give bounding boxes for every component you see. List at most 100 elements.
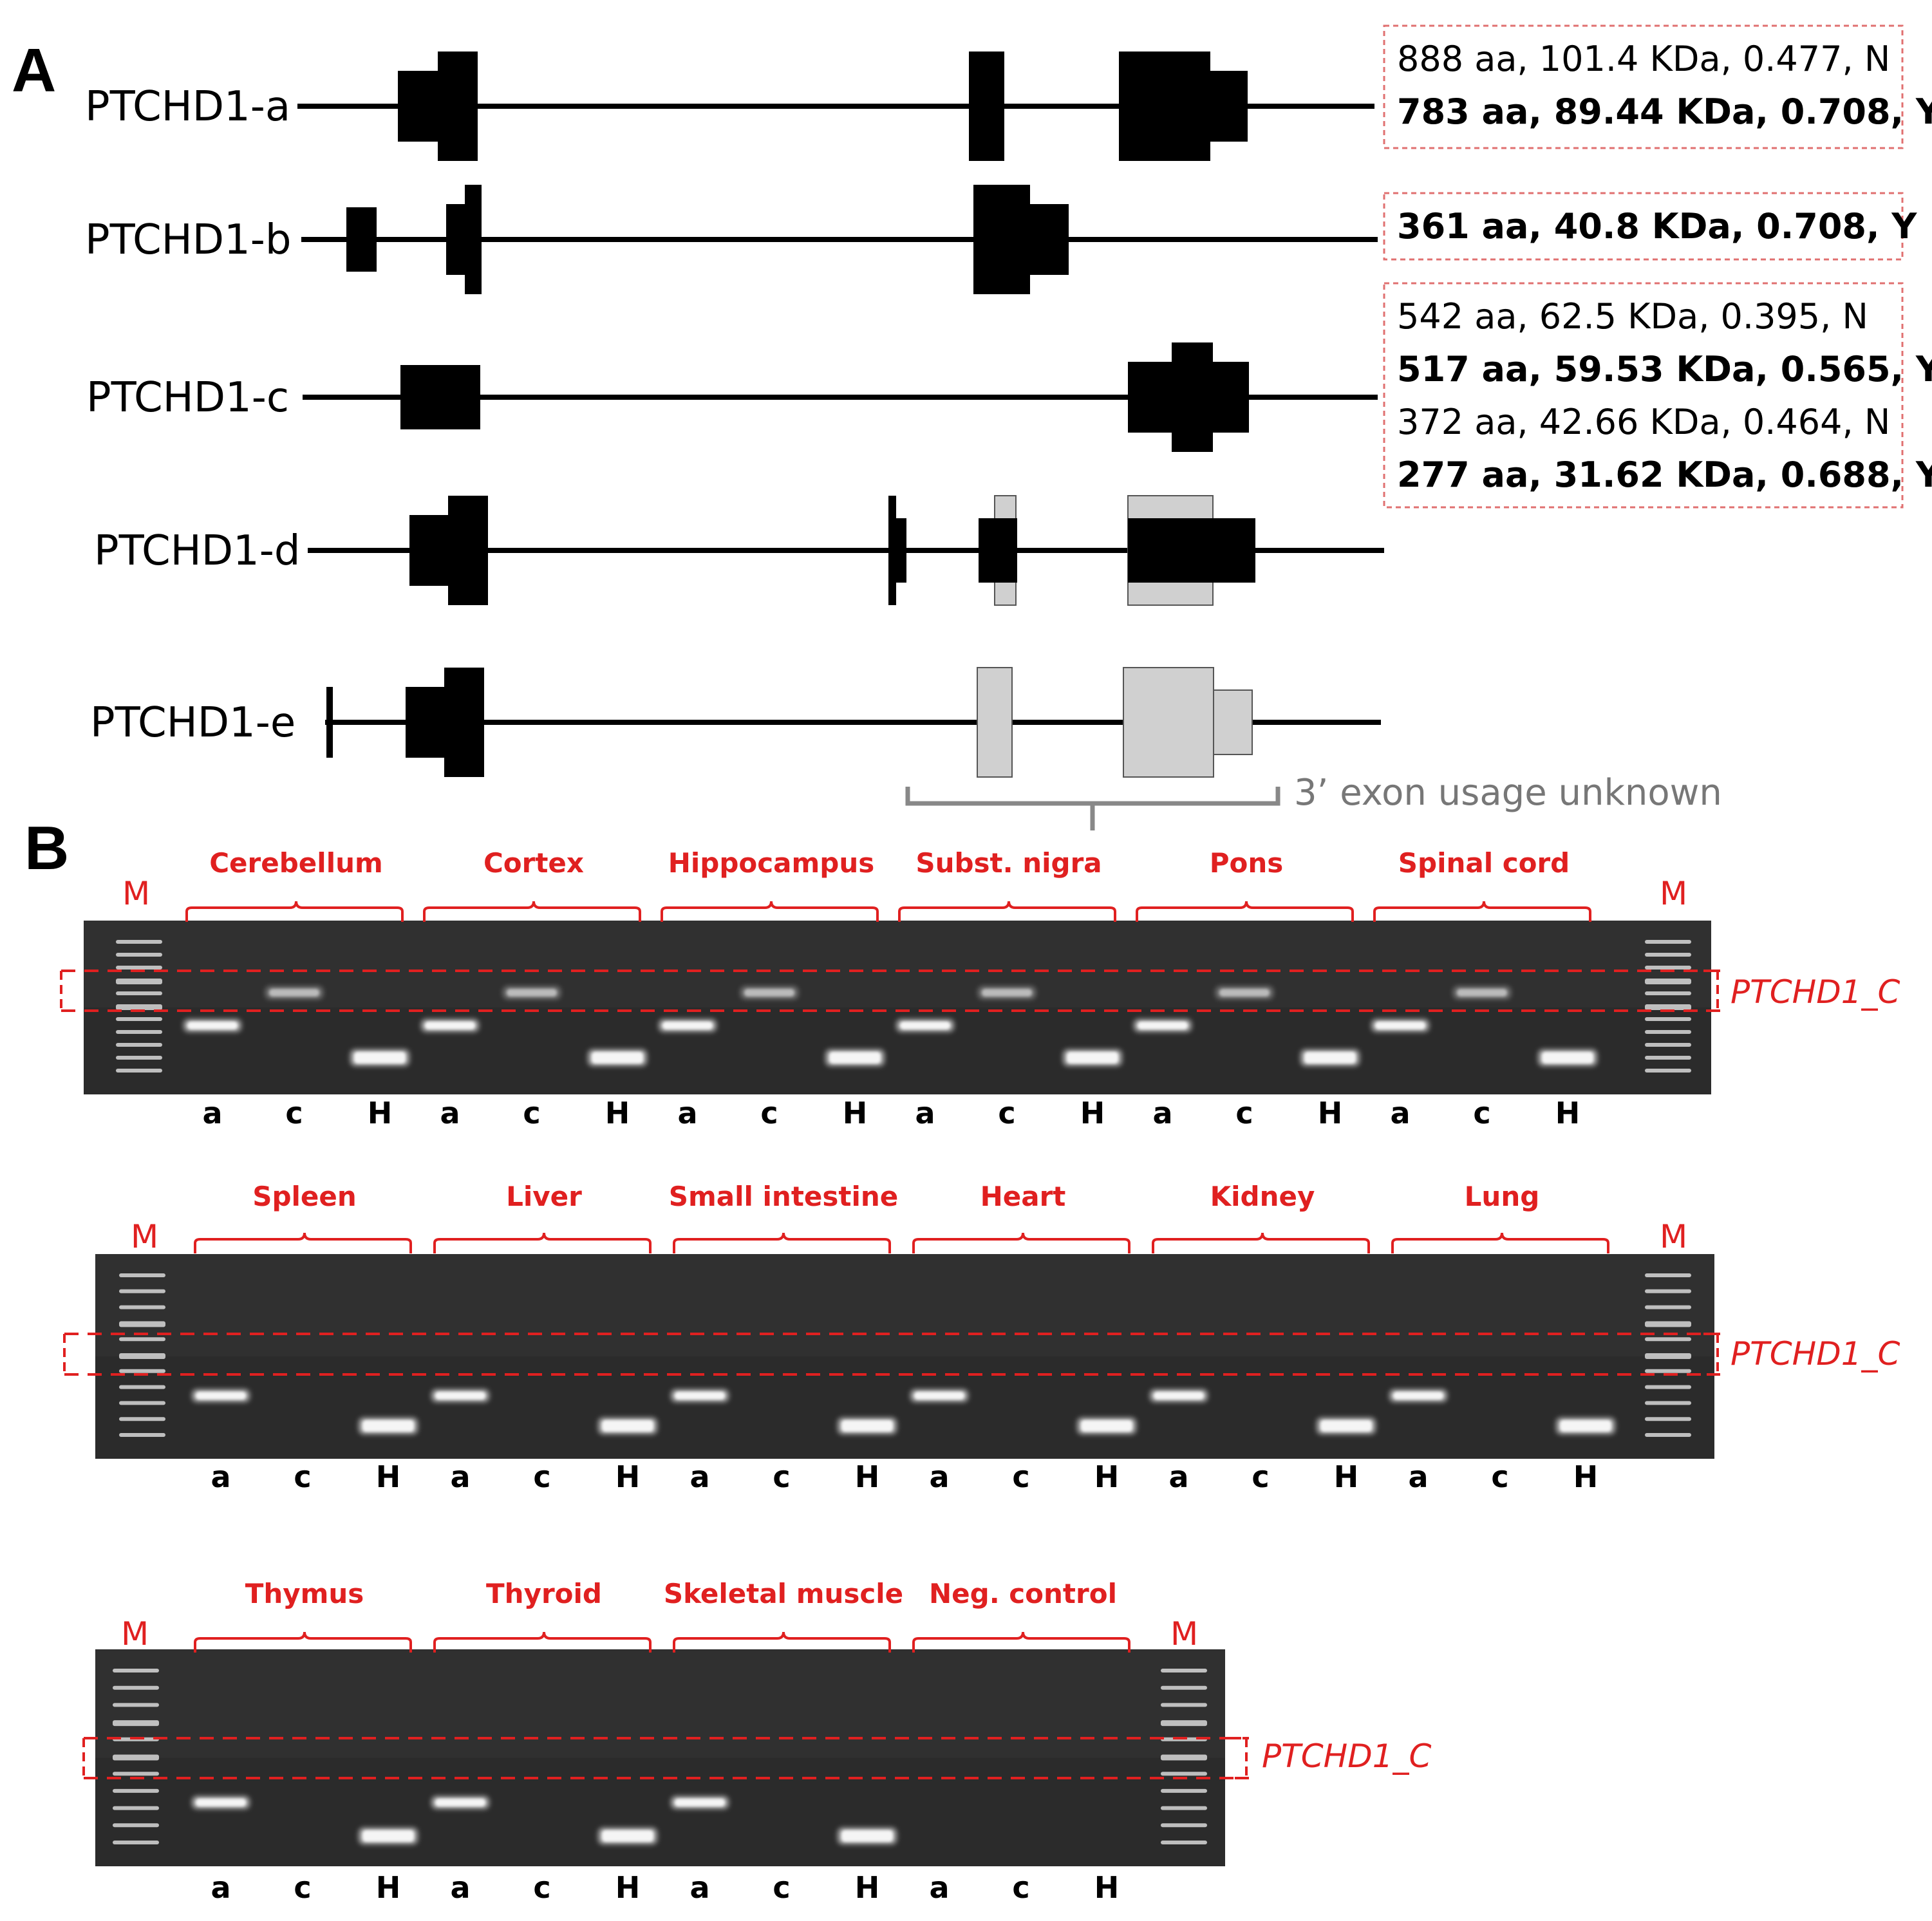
isoform-ptchd1-b: PTCHD1-b	[85, 185, 1378, 294]
lane-label-H: H	[855, 1459, 880, 1494]
lane-label-c: c	[1012, 1870, 1029, 1905]
lane-label-H: H	[376, 1870, 401, 1905]
band	[187, 1022, 238, 1029]
band	[1542, 1052, 1593, 1064]
lane-label-a: a	[450, 1459, 470, 1494]
lane-label-c: c	[1235, 1096, 1253, 1130]
gel-sheen	[95, 1254, 1714, 1356]
tissue-label: Subst. nigra	[915, 847, 1102, 879]
isoform-label: PTCHD1-c	[86, 374, 289, 422]
tissue-label: Cortex	[483, 847, 584, 879]
protein-line: 277 aa, 31.62 KDa, 0.688, Y	[1397, 454, 1932, 495]
ladder-band	[1645, 1043, 1691, 1047]
tissue-label: Hippocampus	[668, 847, 875, 879]
ladder-band	[119, 1353, 165, 1359]
ladder-band	[113, 1841, 159, 1844]
tissue-bracket	[673, 1232, 891, 1253]
marker-label-left: M	[121, 1615, 149, 1653]
exon	[444, 668, 484, 777]
band	[354, 1052, 406, 1064]
gel-sheen	[95, 1649, 1225, 1758]
ladder-band	[1645, 1417, 1691, 1421]
ladder-band	[1161, 1788, 1207, 1793]
band	[362, 1830, 414, 1842]
ladder-band	[119, 1273, 165, 1277]
ladder-band	[116, 979, 162, 984]
protein-box-border	[1383, 282, 1904, 509]
lane-label-H: H	[843, 1096, 868, 1130]
exon	[398, 71, 438, 142]
ladder-band	[1645, 1069, 1691, 1073]
lane-label-c: c	[773, 1459, 790, 1494]
band	[744, 989, 794, 997]
lane-label-H: H	[1318, 1096, 1343, 1130]
band	[602, 1420, 653, 1432]
protein-box-border	[1383, 24, 1904, 149]
band	[507, 989, 557, 997]
ptchd1-c-label: PTCHD1_C	[1262, 1738, 1432, 1775]
exon	[969, 52, 1004, 161]
lane-label-c: c	[294, 1870, 311, 1905]
ladder-band	[113, 1788, 159, 1793]
isoform-label: PTCHD1-b	[85, 216, 291, 264]
ladder-band	[116, 991, 162, 995]
marker-ladder-right	[1161, 1669, 1207, 1844]
lane-label-c: c	[998, 1096, 1015, 1130]
lane-label-c: c	[285, 1096, 303, 1130]
ladder-band	[1645, 1004, 1691, 1010]
tissue-bracket	[673, 1631, 891, 1653]
lane-label-a: a	[440, 1096, 460, 1130]
tissue-label: Neg. control	[929, 1578, 1117, 1609]
tissue-label: Thyroid	[486, 1578, 602, 1609]
band	[435, 1392, 485, 1400]
ladder-band	[1645, 1401, 1691, 1405]
band	[1320, 1420, 1372, 1432]
ladder-band	[1645, 1017, 1691, 1021]
band	[1375, 1022, 1425, 1029]
protein-line: 372 aa, 42.66 KDa, 0.464, N	[1397, 402, 1890, 442]
three-prime-bracket	[905, 787, 1280, 830]
band	[662, 1022, 713, 1029]
lane-label-a: a	[689, 1870, 709, 1905]
lane-label-H: H	[1080, 1096, 1105, 1130]
lane-label-c: c	[533, 1459, 550, 1494]
ladder-band	[113, 1772, 159, 1776]
protein-line: 542 aa, 62.5 KDa, 0.395, N	[1397, 296, 1868, 337]
lane-label-c: c	[1252, 1459, 1269, 1494]
ladder-band	[1645, 953, 1691, 957]
tissue-bracket	[1391, 1232, 1609, 1253]
ladder-band	[1161, 1720, 1207, 1727]
ladder-band	[1645, 1369, 1691, 1373]
tissue-bracket	[1152, 1232, 1370, 1253]
lane-label-a: a	[211, 1870, 230, 1905]
tissue-bracket	[912, 1232, 1130, 1253]
exon	[1213, 362, 1249, 433]
band	[982, 989, 1032, 997]
protein-line: 783 aa, 89.44 KDa, 0.708, Y	[1397, 91, 1932, 132]
exon	[465, 185, 482, 294]
ladder-band	[1161, 1685, 1207, 1690]
exon	[1128, 362, 1172, 433]
ladder-band	[119, 1401, 165, 1405]
lane-label-H: H	[615, 1459, 641, 1494]
exon	[1210, 71, 1248, 142]
exon	[888, 496, 896, 605]
lane-label-H: H	[1573, 1459, 1599, 1494]
lane-label-a: a	[677, 1096, 697, 1130]
lane-label-a: a	[1168, 1459, 1188, 1494]
ptchd1-c-label: PTCHD1_C	[1730, 973, 1900, 1011]
tissue-label: Kidney	[1210, 1181, 1315, 1212]
tissue-label: Skeletal muscle	[664, 1578, 903, 1609]
ladder-band	[1645, 1305, 1691, 1309]
tissue-bracket	[194, 1232, 412, 1253]
tissue-label: Spinal cord	[1398, 847, 1570, 879]
